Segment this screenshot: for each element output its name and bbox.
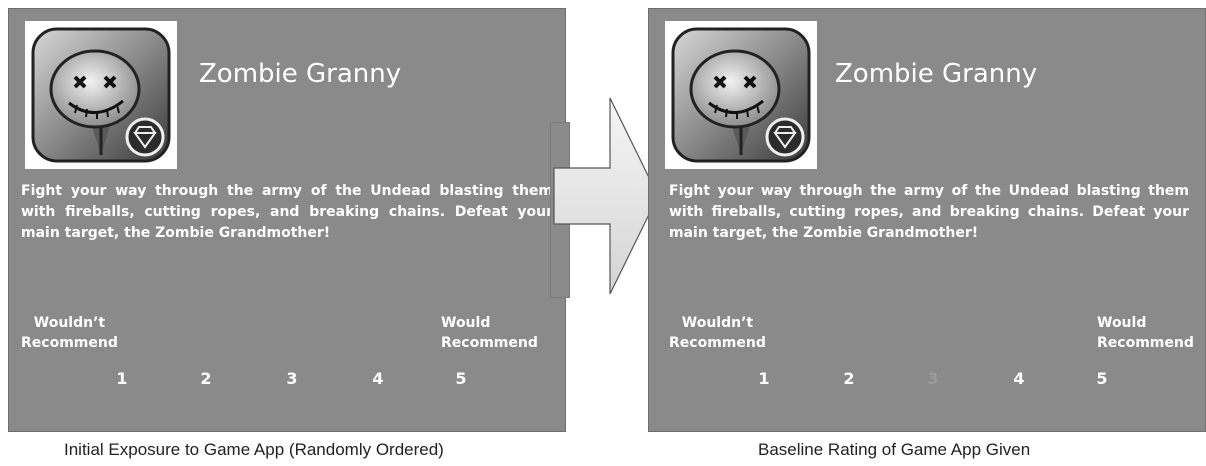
- rating-option-3[interactable]: 3: [927, 369, 939, 388]
- game-description: Fight your way through the army of the U…: [669, 183, 1189, 241]
- rating-option-4[interactable]: 4: [372, 369, 384, 388]
- rating-option-3[interactable]: 3: [286, 369, 298, 388]
- rating-option-5[interactable]: 5: [455, 369, 467, 388]
- game-description: Fight your way through the army of the U…: [21, 183, 553, 241]
- anchor-high-line-2: Recommend: [441, 335, 538, 351]
- scale-anchor-high: Would Recommend: [1097, 313, 1194, 353]
- diamond-badge-icon: [125, 117, 165, 157]
- scale-anchor-low: Wouldn’t Recommend: [669, 313, 766, 353]
- app-icon-frame: [665, 21, 817, 169]
- game-title: Zombie Granny: [199, 59, 402, 89]
- anchor-high-line-1: Would: [441, 315, 491, 331]
- rating-option-2[interactable]: 2: [200, 369, 212, 388]
- anchor-low-line-1: Wouldn’t: [681, 315, 754, 331]
- rating-option-2[interactable]: 2: [843, 369, 855, 388]
- caption-baseline-rating: Baseline Rating of Game App Given: [758, 440, 1031, 459]
- caption-initial-exposure: Initial Exposure to Game App (Randomly O…: [64, 440, 444, 459]
- zombie-doll-icon: [671, 27, 811, 163]
- anchor-high-line-1: Would: [1097, 315, 1147, 331]
- rating-option-4[interactable]: 4: [1013, 369, 1025, 388]
- rating-option-1[interactable]: 1: [758, 369, 770, 388]
- app-card-baseline-rating: Zombie Granny Fight your way through the…: [648, 8, 1206, 432]
- scale-anchor-high: Would Recommend: [441, 313, 538, 353]
- anchor-low-line-2: Recommend: [669, 335, 766, 351]
- rating-option-1[interactable]: 1: [116, 369, 128, 388]
- game-title: Zombie Granny: [835, 59, 1038, 89]
- zombie-doll-icon: [31, 27, 171, 163]
- anchor-low-line-2: Recommend: [21, 335, 118, 351]
- diamond-badge-icon: [765, 117, 805, 157]
- right-arrow-icon: [553, 97, 659, 295]
- scale-anchor-low: Wouldn’t Recommend: [21, 313, 118, 353]
- anchor-high-line-2: Recommend: [1097, 335, 1194, 351]
- rating-option-5[interactable]: 5: [1096, 369, 1108, 388]
- rating-scale: 1 2 3 4 5: [649, 369, 1206, 391]
- app-card-initial-exposure: Zombie Granny Fight your way through the…: [8, 8, 566, 432]
- anchor-low-line-1: Wouldn’t: [33, 315, 106, 331]
- rating-scale: 1 2 3 4 5: [9, 369, 567, 391]
- app-icon-frame: [25, 21, 177, 169]
